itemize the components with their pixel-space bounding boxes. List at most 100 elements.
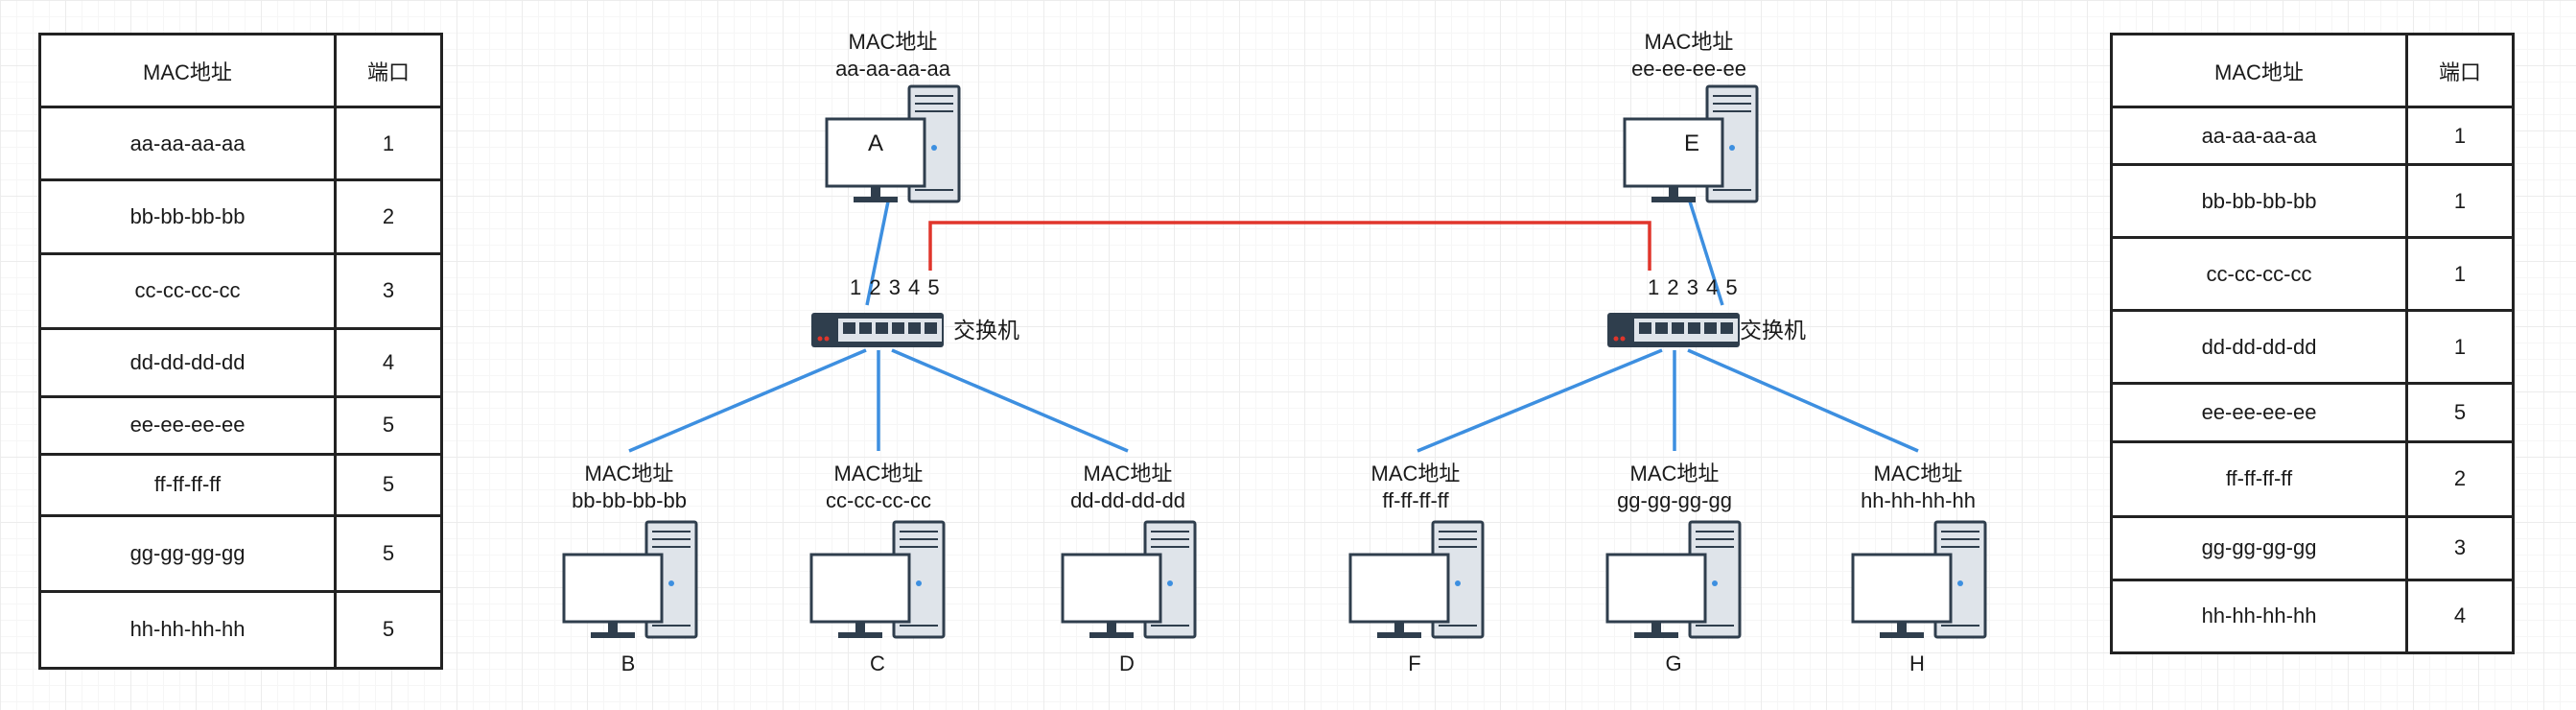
mac-caption: MAC地址 (1370, 462, 1461, 485)
host-d-mac-caption: MAC地址 dd-dd-dd-dd (1013, 461, 1243, 514)
switch2-port-numbers: 1 2 3 4 5 (1648, 275, 1739, 299)
host-c-name: C (870, 651, 885, 675)
table-cell-mac: ee-ee-ee-ee (38, 394, 337, 456)
link-switch2-h (1687, 348, 1919, 453)
link-switch2-f (1417, 348, 1663, 453)
mac-caption: MAC地址 (584, 462, 674, 485)
table-cell-mac: dd-dd-dd-dd (2110, 309, 2408, 386)
table-cell-port: 4 (2405, 578, 2515, 655)
table-cell-mac: ff-ff-ff-ff (2110, 439, 2408, 518)
table-cell-mac: cc-cc-cc-cc (2110, 236, 2408, 313)
table-cell-port: 1 (2405, 309, 2515, 386)
link-switch1-b (628, 348, 867, 453)
table-cell-mac: cc-cc-cc-cc (38, 251, 337, 331)
table-header-port: 端口 (2405, 33, 2515, 108)
table-cell-mac: bb-bb-bb-bb (38, 178, 337, 255)
mac-address: aa-aa-aa-aa (835, 57, 950, 81)
table-cell-port: 5 (2405, 382, 2515, 443)
link-e-switch2 (1688, 201, 1724, 306)
switch1-label: 交换机 (953, 318, 1019, 343)
table-cell-mac: hh-hh-hh-hh (2110, 578, 2408, 655)
switch1-port-numbers: 1 2 3 4 5 (850, 275, 941, 299)
table-cell-mac: aa-aa-aa-aa (2110, 105, 2408, 167)
desktop-computer-icon (562, 520, 698, 640)
mac-address: gg-gg-gg-gg (1617, 488, 1732, 512)
table-header-mac: MAC地址 (38, 33, 337, 108)
table-cell-mac: hh-hh-hh-hh (38, 589, 337, 671)
table-cell-port: 2 (2405, 439, 2515, 518)
host-b-name: B (621, 651, 636, 675)
host-g-name: G (1665, 651, 1682, 675)
table-cell-port: 1 (2405, 105, 2515, 167)
host-h-mac-caption: MAC地址 hh-hh-hh-hh (1803, 461, 2033, 514)
host-g-mac-caption: MAC地址 gg-gg-gg-gg (1559, 461, 1790, 514)
table-cell-port: 3 (2405, 514, 2515, 581)
table-cell-port: 1 (334, 105, 443, 182)
trunk-link-red (928, 221, 1651, 271)
host-h-name: H (1909, 651, 1925, 675)
network-switch-icon (811, 313, 944, 347)
host-f-name: F (1408, 651, 1421, 675)
table-cell-mac: gg-gg-gg-gg (38, 514, 337, 593)
host-b-mac-caption: MAC地址 bb-bb-bb-bb (514, 461, 744, 514)
desktop-computer-icon (809, 520, 946, 640)
host-e-mac-caption: MAC地址 ee-ee-ee-ee (1574, 29, 1804, 83)
link-a-switch1 (865, 201, 890, 306)
table-cell-port: 5 (334, 589, 443, 671)
host-e-name: E (1683, 130, 1699, 156)
host-d-name: D (1119, 651, 1135, 675)
switch2-label: 交换机 (1740, 318, 1806, 343)
mac-caption: MAC地址 (833, 462, 924, 485)
table-cell-port: 5 (334, 514, 443, 593)
link-switch1-d (891, 348, 1129, 453)
table-cell-port: 1 (2405, 163, 2515, 240)
table-cell-mac: aa-aa-aa-aa (38, 105, 337, 182)
desktop-computer-icon (1061, 520, 1197, 640)
table-cell-mac: dd-dd-dd-dd (38, 327, 337, 398)
mac-address: ee-ee-ee-ee (1631, 57, 1746, 81)
mac-caption: MAC地址 (1629, 462, 1720, 485)
table-cell-mac: gg-gg-gg-gg (2110, 514, 2408, 581)
mac-caption: MAC地址 (1873, 462, 1963, 485)
desktop-computer-icon (1851, 520, 1987, 640)
mac-address: cc-cc-cc-cc (826, 488, 931, 512)
mac-address: hh-hh-hh-hh (1861, 488, 1976, 512)
table-cell-port: 3 (334, 251, 443, 331)
table-cell-mac: ee-ee-ee-ee (2110, 382, 2408, 443)
desktop-computer-icon (1348, 520, 1485, 640)
table-header-port: 端口 (334, 33, 443, 108)
network-switch-icon (1607, 313, 1740, 347)
host-c-mac-caption: MAC地址 cc-cc-cc-cc (763, 461, 994, 514)
table-cell-mac: bb-bb-bb-bb (2110, 163, 2408, 240)
host-f-mac-caption: MAC地址 ff-ff-ff-ff (1300, 461, 1531, 514)
mac-address: bb-bb-bb-bb (572, 488, 687, 512)
mac-caption: MAC地址 (1083, 462, 1173, 485)
mac-caption: MAC地址 (1644, 30, 1734, 54)
table-cell-port: 5 (334, 394, 443, 456)
table-cell-mac: ff-ff-ff-ff (38, 452, 337, 518)
table-cell-port: 2 (334, 178, 443, 255)
host-a-mac-caption: MAC地址 aa-aa-aa-aa (778, 29, 1008, 83)
mac-address: ff-ff-ff-ff (1382, 488, 1449, 512)
table-cell-port: 5 (334, 452, 443, 518)
mac-address: dd-dd-dd-dd (1070, 488, 1185, 512)
host-a-name: A (867, 130, 883, 156)
table-cell-port: 1 (2405, 236, 2515, 313)
